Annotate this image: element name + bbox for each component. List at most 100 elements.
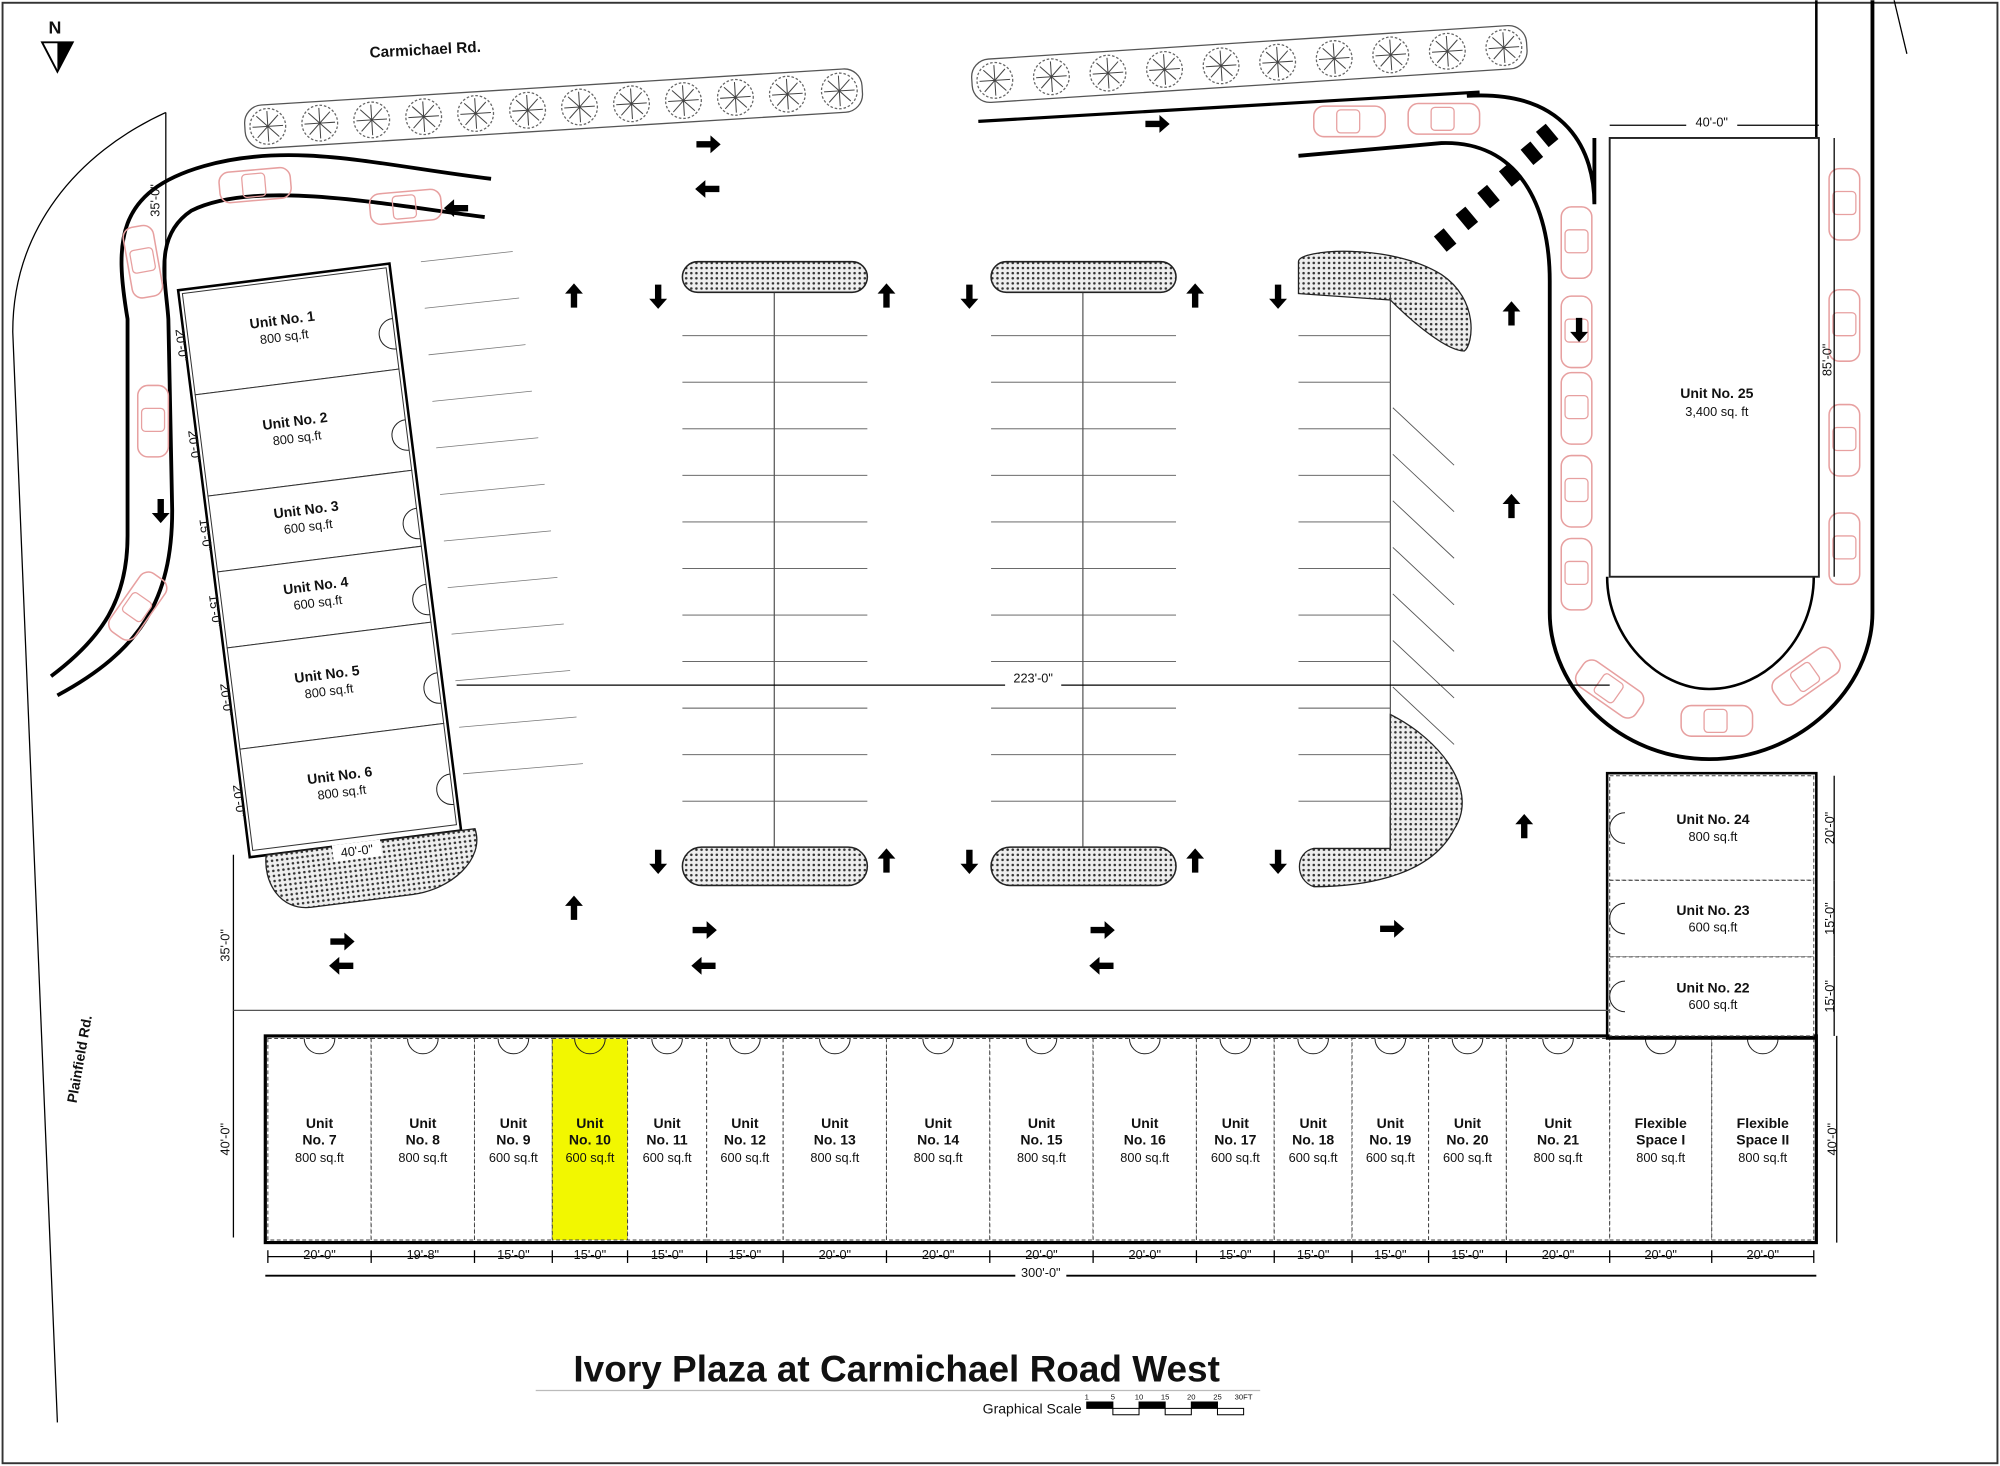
arrow-up-icon [877,283,896,308]
plan-title: Ivory Plaza at Carmichael Road West [573,1349,1220,1390]
parking-island [990,260,1177,294]
arrow-left-icon [443,199,469,218]
unit-area: 600 sq.ft [1689,997,1738,1012]
unit-width-dim: 20'-0" [1542,1247,1574,1262]
unit-name-line2: No. 13 [814,1131,856,1147]
tree-icon [820,72,858,110]
unit-width-dim: 20'-0" [303,1247,335,1262]
door-icon [1297,1038,1329,1055]
arrow-up-icon [1502,493,1521,519]
arrow-up-icon [877,848,896,873]
unit-area: 800 sq.ft [317,782,368,803]
door-icon [1609,902,1626,935]
arrow-right-icon [1090,921,1115,939]
unit-name-line1: Unit [925,1115,953,1131]
unit-name-line1: Unit [821,1115,849,1131]
unit-area: 600 sq.ft [1211,1150,1260,1165]
door-icon [1609,812,1626,844]
car-icon [1407,102,1481,135]
unit-name-line1: Unit [1300,1115,1328,1131]
arrow-up-icon [565,283,583,308]
unit-name-line1: Unit [1544,1115,1572,1131]
door-icon [574,1038,606,1055]
unit-area: 800 sq.ft [1534,1150,1583,1165]
car-icon [1771,646,1841,707]
unit-area: 800 sq.ft [1120,1150,1169,1165]
unit-area: 800 sq.ft [1689,829,1738,844]
arrow-left-icon [1089,956,1114,975]
parking-island [1298,713,1463,888]
door-icon [423,672,442,704]
unit-area: 600 sq.ft [565,1150,614,1165]
door-icon [378,317,397,350]
unit-name-line2: No. 21 [1537,1131,1579,1147]
unit-area: 800 sq.ft [295,1150,344,1165]
scale-tick-label: 30FT [1235,1392,1253,1401]
planter [265,828,478,909]
unit-area: 600 sq.ft [489,1150,538,1165]
door-icon [407,1038,439,1055]
north-arrow-icon: N [40,17,75,74]
car-icon [1574,659,1645,719]
door-icon [1542,1038,1574,1055]
tree-icon [976,61,1014,99]
unit-25-depth-dim: 85'-0" [1820,344,1835,376]
unit-dim: 20'-0" [230,784,249,818]
unit-area: 600 sq.ft [1443,1150,1492,1165]
car-icon [107,571,168,641]
arrow-down-icon [960,849,979,874]
car-icon [218,166,292,204]
parking-island [990,846,1177,887]
unit-area: 600 sq.ft [1689,919,1738,934]
unit-name-line1: Unit [1028,1115,1056,1131]
unit-name-line1: Unit [409,1115,437,1131]
tree-icon [1315,40,1353,78]
scale-tick-label: 15 [1161,1392,1170,1401]
parking-lot [420,250,1472,888]
depth-dim-left: 40'-0" [218,1123,233,1155]
unit-25[interactable]: Unit No. 25 3,400 sq. ft 40'-0" 85'-0" [1608,114,1835,578]
door-icon [1609,980,1626,1013]
door-icon [436,773,454,805]
unit-area: 800 sq.ft [810,1150,859,1165]
tree-strip [971,24,1528,104]
unit-name-line2: No. 19 [1369,1131,1411,1147]
unit-area: 800 sq.ft [1017,1150,1066,1165]
arrow-down-icon [649,849,668,874]
door-icon [303,1038,336,1055]
arrow-right-icon [330,932,355,951]
unit-area: 800 sq.ft [914,1150,963,1165]
scale-tick-label: 1 [1085,1392,1089,1401]
unit-width-dim: 15'-0" [1219,1247,1251,1262]
